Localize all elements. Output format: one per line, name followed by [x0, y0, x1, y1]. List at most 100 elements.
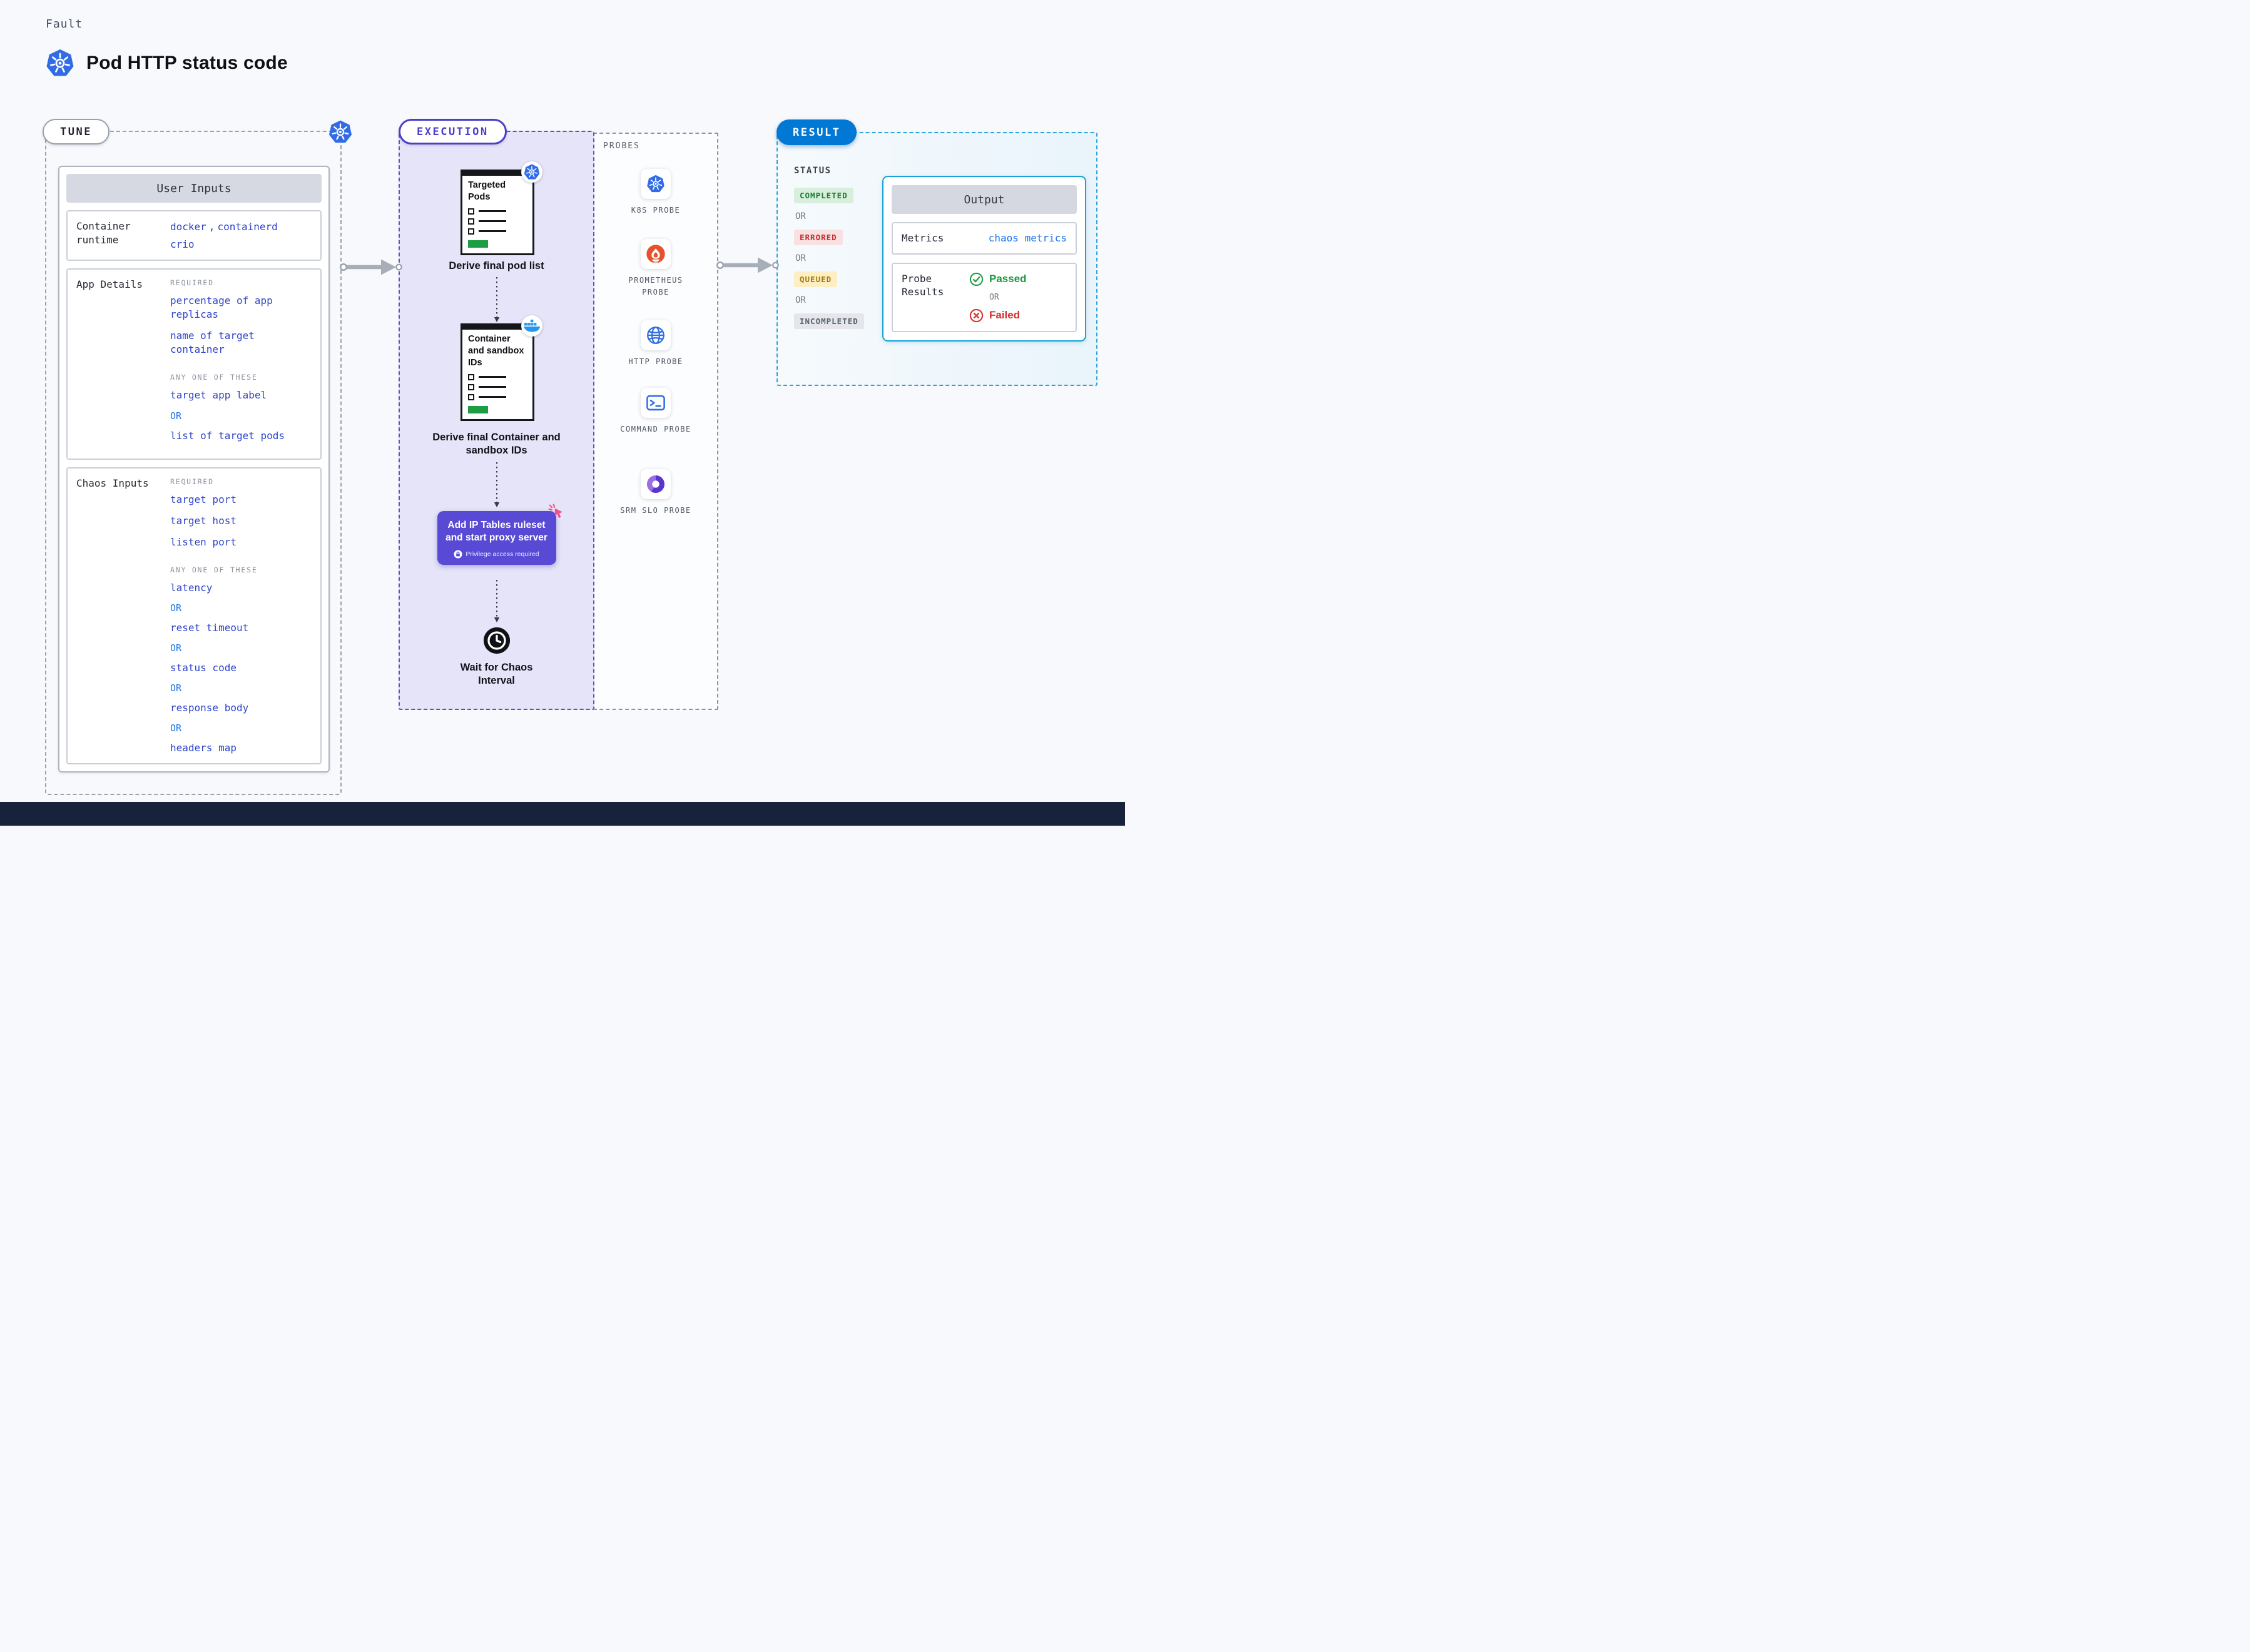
- status-title: STATUS: [794, 166, 832, 176]
- click-cursor-icon: [548, 504, 563, 519]
- runtime-separator: ,: [208, 221, 215, 233]
- or-label: OR: [170, 682, 182, 694]
- probe-item: HTTP PROBE: [594, 320, 717, 368]
- checkbox-icon: [468, 373, 474, 380]
- required-item: name of target container: [170, 330, 255, 356]
- output-header: Output: [892, 185, 1077, 214]
- checkbox-icon: [468, 383, 474, 390]
- kubernetes-icon: [328, 119, 353, 144]
- container-runtime-group: Container runtime docker,containerd crio: [66, 210, 322, 261]
- chaos-inputs-label: Chaos Inputs: [76, 477, 149, 489]
- lock-icon: [454, 549, 463, 559]
- globe-icon: [647, 327, 664, 344]
- step-label: Derive final Container and sandbox IDs: [432, 432, 561, 457]
- fault-kicker: Fault: [46, 18, 83, 31]
- or-label: OR: [795, 211, 806, 221]
- probe-tile: [641, 320, 671, 350]
- clock-icon: [482, 626, 511, 655]
- privilege-note: Privilege access required: [444, 549, 550, 559]
- app-details-label: App Details: [76, 278, 143, 291]
- page-header: Pod HTTP status code: [44, 48, 288, 79]
- arrow-tune-to-execution: [340, 259, 402, 275]
- probe-name: K8S PROBE: [631, 206, 681, 215]
- any-one-item: latency: [170, 581, 213, 594]
- execution-section: EXECUTION Targeted Pods Derive final pod…: [399, 119, 594, 710]
- required-item: listen port: [170, 535, 237, 548]
- tune-section: TUNE User Inputs Container runtime docke…: [43, 119, 353, 795]
- required-label: REQUIRED: [170, 477, 214, 486]
- arrow-execution-to-result: [716, 257, 779, 273]
- or-label: OR: [170, 410, 182, 422]
- any-one-item: response body: [170, 702, 249, 714]
- passed-label: Passed: [989, 273, 1027, 285]
- probe-name: COMMAND PROBE: [620, 425, 691, 433]
- bottom-bar: [0, 802, 1125, 826]
- probe-item: K8S PROBE: [594, 169, 717, 216]
- or-label: OR: [989, 292, 999, 302]
- status-badge-completed: COMPLETED: [794, 188, 853, 203]
- runtime-value: containerd: [217, 221, 278, 233]
- page-title: Pod HTTP status code: [86, 53, 288, 73]
- donut-chart-icon: [646, 474, 666, 494]
- runtime-value: docker: [170, 221, 206, 233]
- probe-name: HTTP PROBE: [628, 357, 683, 366]
- app-details-group: App Details REQUIRED percentage of app r…: [66, 268, 322, 460]
- privilege-note-text: Privilege access required: [466, 550, 539, 558]
- required-item: target port: [170, 493, 237, 505]
- probe-tile: [641, 239, 671, 269]
- required-item: target host: [170, 514, 237, 527]
- or-label: OR: [170, 602, 182, 614]
- required-item: percentage of app replicas: [170, 295, 273, 321]
- probe-tile: [641, 469, 671, 499]
- failed-line: Failed: [969, 308, 1067, 323]
- any-one-item: target app label: [170, 389, 267, 402]
- chaos-metrics-link[interactable]: chaos metrics: [988, 232, 1067, 245]
- targeted-pods-document: Targeted Pods: [461, 161, 542, 255]
- chaos-inputs-group: Chaos Inputs REQUIRED target port target…: [66, 467, 322, 765]
- probes-label: PROBES: [603, 141, 640, 151]
- container-runtime-values: docker,containerd crio: [170, 220, 312, 251]
- progress-bar: [468, 240, 488, 248]
- probe-name: PROMETHEUS PROBE: [628, 276, 683, 296]
- progress-bar: [468, 405, 488, 413]
- probe-results-label: Probe Results: [902, 272, 944, 298]
- result-section: RESULT STATUS COMPLETED OR ERRORED OR QU…: [776, 119, 1097, 386]
- any-one-label: ANY ONE OF THESE: [170, 373, 258, 382]
- probe-name: SRM SLO PROBE: [620, 506, 691, 515]
- user-inputs-panel: User Inputs Container runtime docker,con…: [58, 166, 330, 773]
- kubernetes-icon: [646, 175, 665, 193]
- or-label: OR: [170, 642, 182, 654]
- or-label: OR: [795, 253, 806, 263]
- x-circle-icon: [969, 308, 984, 322]
- terminal-icon: [646, 395, 665, 411]
- step-label: Derive final pod list: [449, 260, 544, 271]
- any-one-item: list of target pods: [170, 429, 285, 442]
- document-title: Container and sandbox IDs: [468, 334, 524, 368]
- user-inputs-header: User Inputs: [66, 174, 322, 203]
- output-panel: Output Metrics chaos metrics Probe Resul…: [882, 176, 1086, 342]
- probe-results-row: Probe Results Passed OR Failed: [892, 262, 1077, 332]
- container-sandbox-document: Container and sandbox IDs: [461, 315, 542, 421]
- dashed-arrow-down-icon: [494, 462, 499, 507]
- container-runtime-label: Container runtime: [76, 220, 131, 246]
- execution-label: EXECUTION: [399, 119, 507, 144]
- step-label: Wait for Chaos Interval: [460, 662, 533, 687]
- probe-tile: [641, 388, 671, 418]
- probe-item: COMMAND PROBE: [594, 388, 717, 435]
- or-label: OR: [170, 722, 182, 734]
- docker-icon: [521, 315, 542, 337]
- status-badge-incompleted: INCOMPLETED: [794, 313, 864, 329]
- metrics-row: Metrics chaos metrics: [892, 222, 1077, 255]
- probe-tile: [641, 169, 671, 199]
- metrics-label: Metrics: [902, 232, 944, 244]
- status-column: STATUS COMPLETED OR ERRORED OR QUEUED OR…: [794, 166, 864, 337]
- checkbox-icon: [468, 393, 474, 400]
- result-label: RESULT: [776, 119, 857, 145]
- document-title: Targeted Pods: [468, 180, 506, 202]
- add-iptables-action-box: Add IP Tables ruleset and start proxy se…: [437, 504, 563, 565]
- dashed-arrow-down-icon: [494, 580, 499, 622]
- runtime-value: crio: [170, 238, 195, 251]
- check-circle-icon: [969, 272, 984, 286]
- tune-label: TUNE: [43, 119, 109, 144]
- probe-item: SRM SLO PROBE: [594, 469, 717, 517]
